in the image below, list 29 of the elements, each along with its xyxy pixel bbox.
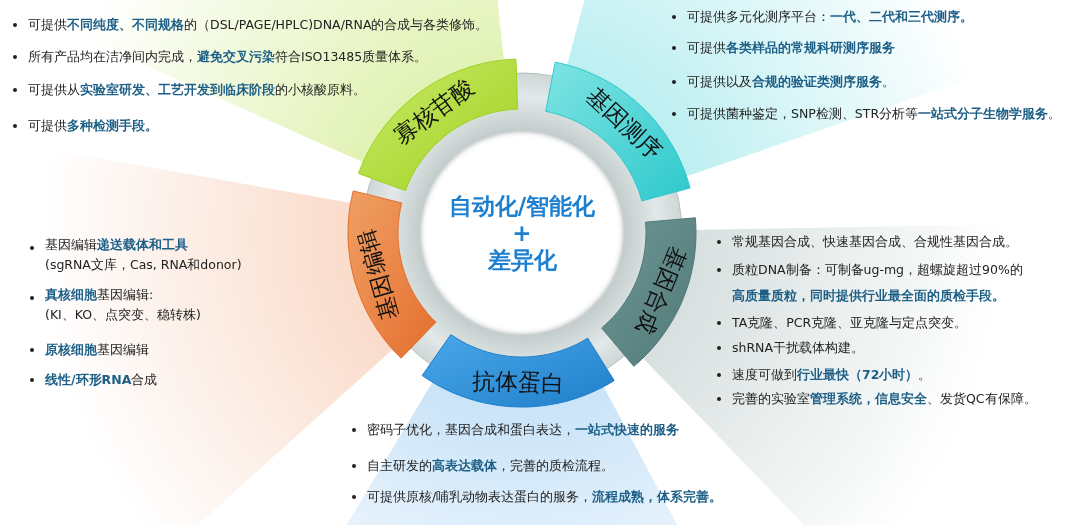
segment-label: 基因测序 <box>581 81 669 166</box>
bullet-text: 真核细胞基因编辑: (KI、KO、点突变、稳转株) <box>45 286 201 324</box>
bullet-text: 可提供菌种鉴定，SNP检测、STR分析等一站式分子生物学服务。 <box>687 105 1062 123</box>
bullet-text: 可提供以及合规的验证类测序服务。 <box>687 73 895 91</box>
bullet-text: 原核细胞基因编辑 <box>45 341 149 359</box>
bullet-text: 所有产品均在洁净间内完成，避免交叉污染符合ISO13485质量体系。 <box>28 48 428 66</box>
center-label: 差异化 <box>487 246 557 275</box>
bullet-text: shRNA干扰载体构建。 <box>732 339 865 357</box>
segment-label: 基因编辑 <box>351 225 404 323</box>
bullet-text: 质粒DNA制备：可制备ug-mg，超螺旋超过90%的高质量质粒，同时提供行业最全面的质检手段。 <box>732 261 1024 305</box>
bullet-text: 完善的实验室管理系统，信息安全、发货QC有保障。 <box>732 390 1037 408</box>
bullet-text: 基因编辑递送载体和工具 (sgRNA文库，Cas, RNA和donor) <box>45 236 242 274</box>
bullet-text: 可提供原核/哺乳动物表达蛋白的服务，流程成熟，体系完善。 <box>367 488 723 506</box>
center-label: 自动化/智能化 <box>448 192 596 221</box>
segment-label: 寡核苷酸 <box>387 72 480 151</box>
segment-label: 抗体蛋白 <box>471 367 565 399</box>
bullet-text: 自主研发的高表达载体，完善的质检流程。 <box>367 457 614 475</box>
bullet-text: 密码子优化，基因合成和蛋白表达，一站式快速的服务 <box>367 421 679 439</box>
bullet-text: 速度可做到行业最快（72小时）。 <box>732 366 932 384</box>
bullet-text: 可提供各类样品的常规科研测序服务 <box>687 39 895 57</box>
bullet-text: 常规基因合成、快速基因合成、合规性基因合成。 <box>732 233 1018 251</box>
segment-label: 基因合成 <box>630 242 692 339</box>
center-label: + <box>512 223 532 243</box>
bullet-text: TA克隆、PCR克隆、亚克隆与定点突变。 <box>732 314 968 332</box>
bullet-text: 可提供不同纯度、不同规格的（DSL/PAGE/HPLC)DNA/RNA的合成与各类修饰。 <box>28 16 489 34</box>
bullet-text: 线性/环形RNA合成 <box>45 371 158 389</box>
bullet-text: 可提供多元化测序平台：一代、二代和三代测序。 <box>687 8 973 26</box>
bullet-text: 可提供从实验室研发、工艺开发到临床阶段的小核酸原料。 <box>28 81 366 99</box>
bullet-text: 可提供多种检测手段。 <box>28 117 158 135</box>
